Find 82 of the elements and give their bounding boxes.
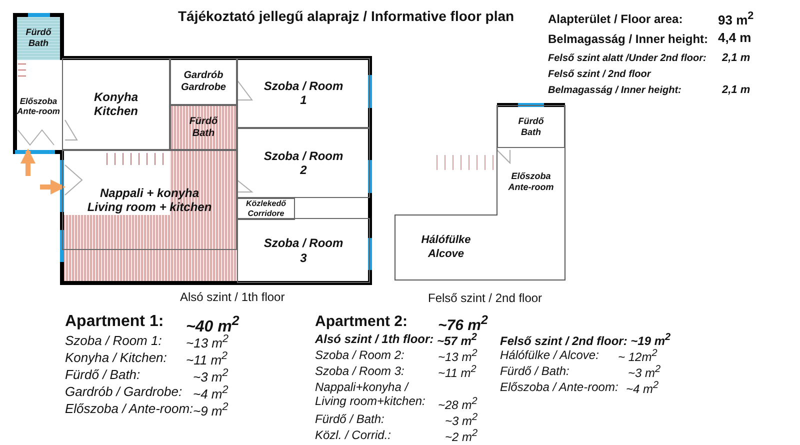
room-label: Hálófülke [421,234,471,248]
spec-value: 4,4 m [718,30,752,45]
room-label: Bath [28,38,48,48]
table-value: ~28 m$^{2}$ [438,396,478,412]
floor-caption: Felső szint / 2nd floor [428,291,542,305]
room-label: Fürdő [189,116,218,128]
room [237,128,370,198]
table-value: ~2 m$^{2}$ [445,428,478,444]
room-label: 3 [300,250,307,265]
table-cell: Hálófülke / Alcove: [500,348,599,362]
room-label: Alcove [428,248,464,261]
table-cell: Szoba / Room 3: [315,364,404,378]
table-value: ~40 m$^{2}$ [186,313,240,336]
table-value: ~13 m$^{2}$ [186,333,229,350]
room-label: Szoba / Room [264,236,344,250]
spec-value: 2,1 m [722,84,750,96]
room [237,58,370,128]
room-label: Corridore [248,209,284,219]
room-label: Gardrobe [180,82,226,94]
table-cell: Fürdő / Bath: [65,367,140,382]
room-label: Ante-room [17,106,60,116]
table-value: ~3 m$^{2}$ [445,412,478,428]
room [237,198,295,220]
floor-caption: Alsó szint / 1th floor [180,290,285,304]
entrance-arrow [20,148,36,176]
table-heading: Apartment 1: [65,313,164,331]
spec-value: 93 m$^{2}$ [718,10,754,28]
table-cell: Fürdő / Bath: [315,412,384,426]
table-value: ~3 m$^{2}$ [628,364,661,380]
room-label: Bath [521,126,541,138]
room [62,150,237,250]
table-cell: Közl. / Corrid.: [315,428,392,442]
spec-label: Felső szint / 2nd floor [548,69,651,80]
room-label: Közlekedő [246,199,286,209]
room-label: Konyha [94,90,138,104]
room [237,218,370,283]
table-cell: Előszoba / Ante-room: [65,401,194,416]
table-value: ~11 m$^{2}$ [186,350,228,368]
room-label: 2 [300,163,307,178]
table-value: ~3 m$^{2}$ [193,367,228,384]
table-cell: Alsó szint / 1th floor: [315,332,434,346]
entrance-arrow [40,180,66,194]
room-label: Előszoba [20,96,58,106]
table-value: ~57 m$^{2}$ [437,332,477,348]
table-cell-text: Nappali+konyha / Living room+kitchen: [315,380,426,408]
table-value: ~13 m$^{2}$ [438,348,478,364]
room-label: Nappali + konyha [100,186,200,200]
spec-label: Felső szint alatt /Under 2nd floor: [548,53,706,64]
room [497,105,565,148]
room-label: Előszoba [511,170,551,182]
table-cell: Fürdő / Bath: [500,364,570,378]
room-label: Fürdő [26,26,52,38]
table-cell: Előszoba / Ante-room: [500,380,618,394]
room-label: Living room + kitchen [87,200,212,214]
room-label: Ante-room [508,182,554,192]
spec-label: Belmagasság / Inner height: [548,32,708,46]
room-label: Szoba / Room [264,148,344,163]
spec-value: 2,1 m [722,52,750,64]
room-label: Gardrób [184,70,224,82]
table-value: ~4 m$^{2}$ [626,380,659,396]
room-label: Bath [192,128,215,140]
room [170,105,237,150]
room-label: Szoba / Room [264,78,344,93]
room-label: Kitchen [94,104,138,118]
room-label: 1 [300,93,307,108]
spec-label: Alapterület / Floor area: [548,12,683,26]
table-cell: Szoba / Room 1: [65,333,162,348]
table-value: ~ 12m$^{2}$ [618,348,658,364]
room [62,58,170,150]
table-cell: Konyha / Kitchen: [65,350,167,365]
table-value: ~76 m$^{2}$ [438,313,488,334]
table-value: ~4 m$^{2}$ [193,384,228,402]
table-heading: Apartment 2: [315,313,408,330]
spec-label: Belmagasság / Inner height: [548,85,682,96]
title: Tájékoztató jellegű alaprajz / Informative floor plan [178,8,514,24]
room-label: Fürdő [518,116,544,126]
room [170,58,237,105]
table-cell: Gardrób / Gardrobe: [65,384,182,399]
table-cell: Szoba / Room 2: [315,348,404,362]
table-value: ~11 m$^{2}$ [438,364,476,380]
table-heading: Felső szint / 2nd floor: ~19 m$^{2}$ [500,332,671,348]
table-value: ~9 m$^{2}$ [193,401,228,418]
